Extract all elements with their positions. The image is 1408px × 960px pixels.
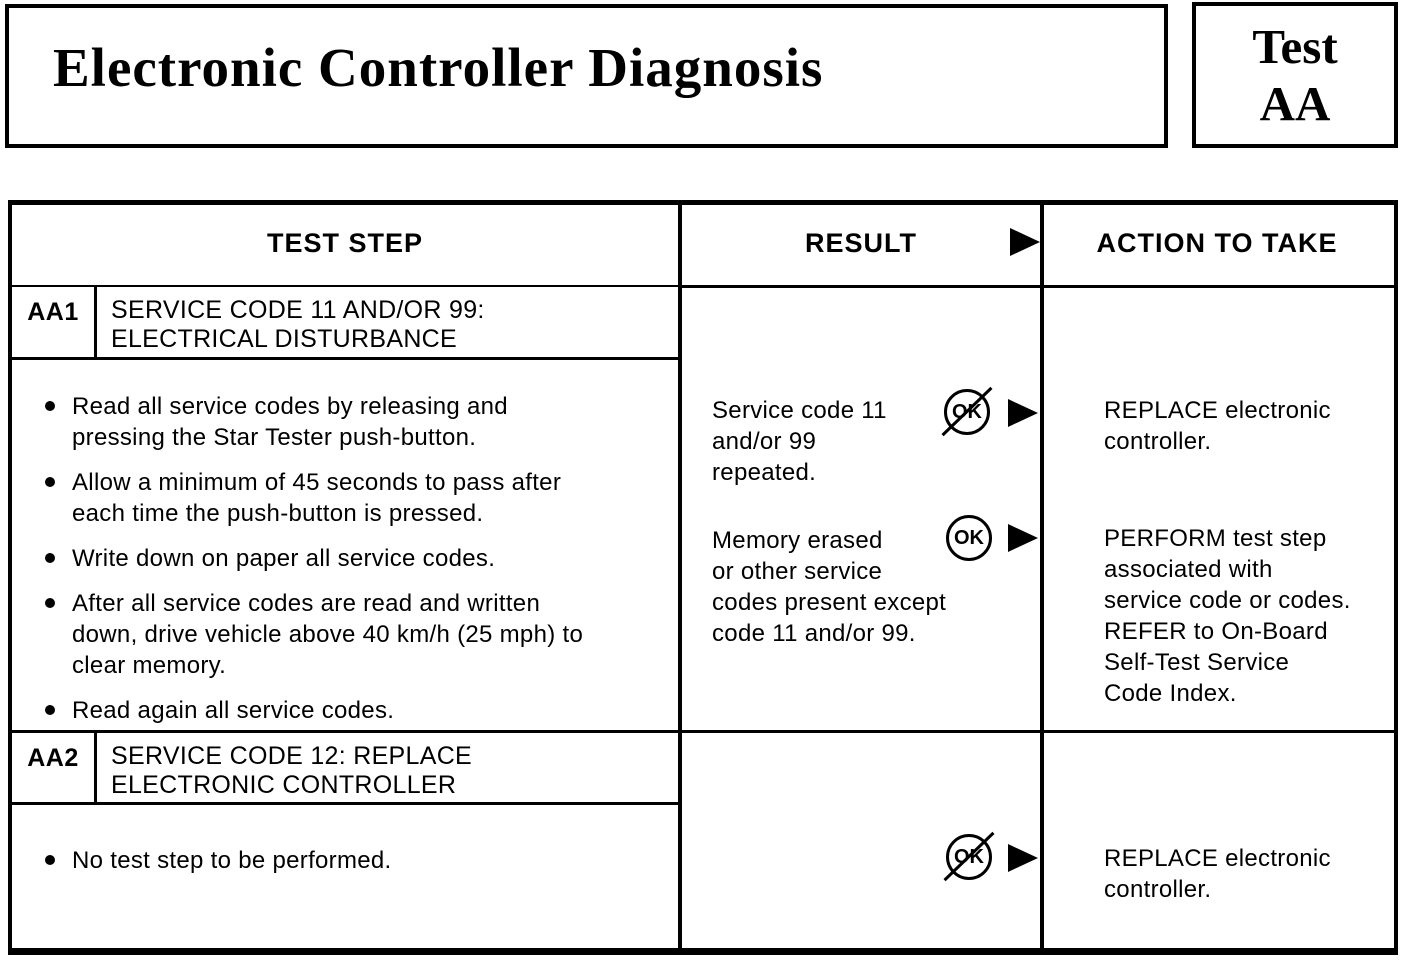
result-arrow-icon [1008,524,1038,552]
step-text: Write down on paper all service codes. [72,545,496,572]
step-text: Read all service codes by releasing and … [72,393,508,451]
title-box: Electronic Controller Diagnosis [5,4,1168,148]
not-ok-icon: OK [943,831,995,882]
result-text-aa1-2: Memory erased or other service codes pre… [712,527,947,647]
column-divider-2 [1040,205,1044,948]
result-arrow-icon [1008,844,1038,872]
step-item: No test step to be performed. [42,845,674,876]
not-ok-icon: OK [941,386,993,437]
column-divider-1 [678,205,682,948]
step-text: Read again all service codes. [72,697,395,724]
action-text-aa1-2: PERFORM test step associated with servic… [1104,525,1351,707]
step-text: No test step to be performed. [72,847,392,874]
test-badge-line1: Test [1252,19,1338,74]
step-text: After all service codes are read and wri… [72,590,584,679]
step-item: Read again all service codes. [42,695,674,726]
step-item: Allow a minimum of 45 seconds to pass af… [42,467,674,529]
action-text-aa1-1: REPLACE electronic controller. [1104,397,1331,455]
step-text: Allow a minimum of 45 seconds to pass af… [72,469,562,527]
step-list-aa2: No test step to be performed. [42,845,674,890]
bullet-icon [45,855,55,865]
ok-label: OK [946,515,992,561]
result-header-arrow-icon [1010,228,1040,256]
ok-icon: OK [946,515,992,561]
bullet-icon [45,705,55,715]
test-step-header-aa1: AA1 SERVICE CODE 11 AND/OR 99: ELECTRICA… [12,287,678,360]
step-item: Read all service codes by releasing and … [42,391,674,453]
bullet-icon [45,477,55,487]
row-title-aa1: SERVICE CODE 11 AND/OR 99: ELECTRICAL DI… [111,296,485,353]
row-id-aa1: AA1 [12,287,97,357]
diagnosis-table: TEST STEP RESULT ACTION TO TAKE AA1 SERV… [8,200,1398,955]
bullet-icon [45,401,55,411]
row-id-aa2: AA2 [12,733,97,802]
step-item: Write down on paper all service codes. [42,543,674,574]
action-text-aa2-1: REPLACE electronic controller. [1104,845,1331,903]
bullet-icon [45,598,55,608]
row-title-aa2: SERVICE CODE 12: REPLACE ELECTRONIC CONT… [111,742,473,799]
test-badge: Test AA [1192,2,1398,148]
column-header-action-to-take: ACTION TO TAKE [1096,228,1338,258]
test-step-header-aa2: AA2 SERVICE CODE 12: REPLACE ELECTRONIC … [12,733,678,805]
page-title: Electronic Controller Diagnosis [53,37,824,98]
column-header-result: RESULT [805,228,917,258]
result-arrow-icon [1008,399,1038,427]
bullet-icon [45,553,55,563]
step-list-aa1: Read all service codes by releasing and … [42,391,674,740]
column-header-test-step: TEST STEP [266,228,424,258]
step-item: After all service codes are read and wri… [42,588,674,681]
result-text-aa1-1: Service code 11 and/or 99 repeated. [712,397,887,486]
row-divider-aa1-aa2 [12,730,1394,733]
test-badge-line2: AA [1259,76,1331,131]
header-row-divider [12,285,1394,288]
